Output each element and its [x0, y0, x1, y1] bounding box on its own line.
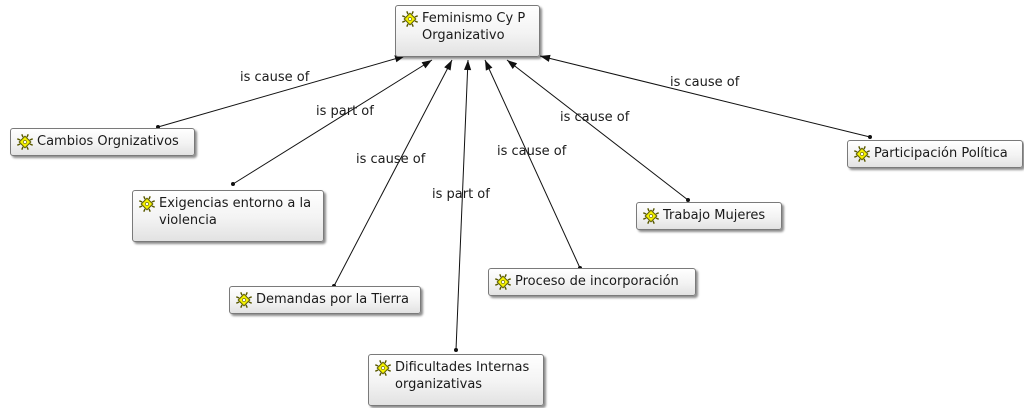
edge-label-dificultades[interactable]: is part of [432, 187, 490, 202]
edge-proceso-line[interactable] [484, 59, 581, 269]
concept-label: Participación Política [874, 146, 1008, 161]
edge-demandas-line[interactable] [333, 59, 453, 287]
edge-trabajo-arrowhead [507, 60, 518, 69]
edge-label-exigencias[interactable]: is part of [316, 104, 374, 119]
concept-node-cambios[interactable]: Cambios Orgnizativos [10, 128, 195, 156]
edge-exigencias-arrowhead [421, 60, 432, 69]
edge-label-cambios[interactable]: is cause of [240, 70, 310, 85]
concept-icon [374, 359, 392, 377]
edge-cambios-line[interactable] [157, 55, 406, 128]
edge-label-demandas[interactable]: is cause of [356, 152, 426, 167]
edge-trabajo-tail-dot [686, 198, 690, 202]
concept-node-demandas[interactable]: Demandas por la Tierra [229, 286, 421, 314]
edge-demandas-arrowhead [444, 60, 452, 71]
edge-label-trabajo[interactable]: is cause of [560, 110, 630, 125]
concept-icon [401, 10, 419, 28]
edge-dificultades-line[interactable] [455, 59, 469, 351]
concept-label: Cambios Orgnizativos [37, 134, 179, 149]
concept-icon [494, 273, 512, 291]
concept-icon [642, 207, 660, 225]
edge-exigencias-tail-dot [231, 182, 235, 186]
concept-label: Feminismo Cy P Organizativo [422, 11, 526, 43]
edge-label-proceso[interactable]: is cause of [497, 144, 567, 159]
edge-dificultades-arrowhead [463, 60, 472, 71]
edge-participacion-tail-dot [868, 135, 872, 139]
concept-node-exigencias[interactable]: Exigencias entorno a la violencia [132, 190, 324, 242]
concept-node-center[interactable]: Feminismo Cy P Organizativo [395, 5, 540, 57]
concept-node-trabajo[interactable]: Trabajo Mujeres [636, 202, 782, 230]
edge-label-participacion[interactable]: is cause of [670, 75, 740, 90]
edge-participacion-arrowhead [540, 54, 551, 62]
edge-proceso-arrowhead [485, 60, 493, 71]
edge-trabajo-line[interactable] [506, 59, 689, 201]
edge-participacion-line[interactable] [539, 55, 871, 138]
edge-dificultades-tail-dot [454, 348, 458, 352]
concept-node-proceso[interactable]: Proceso de incorporación [488, 268, 696, 296]
edge-exigencias-line[interactable] [232, 59, 433, 185]
concept-icon [138, 195, 156, 213]
concept-label: Proceso de incorporación [515, 274, 679, 289]
concept-icon [853, 145, 871, 163]
edge-cambios-arrowhead [394, 55, 405, 63]
concept-label: Exigencias entorno a la violencia [159, 196, 312, 228]
concept-label: Dificultades Internas organizativas [395, 360, 530, 392]
concept-icon [235, 291, 253, 309]
concept-label: Trabajo Mujeres [663, 208, 766, 223]
concept-icon [16, 133, 34, 151]
concept-node-participacion[interactable]: Participación Política [847, 140, 1023, 168]
concept-label: Demandas por la Tierra [256, 292, 409, 307]
concept-node-dificultades[interactable]: Dificultades Internas organizativas [368, 354, 544, 406]
